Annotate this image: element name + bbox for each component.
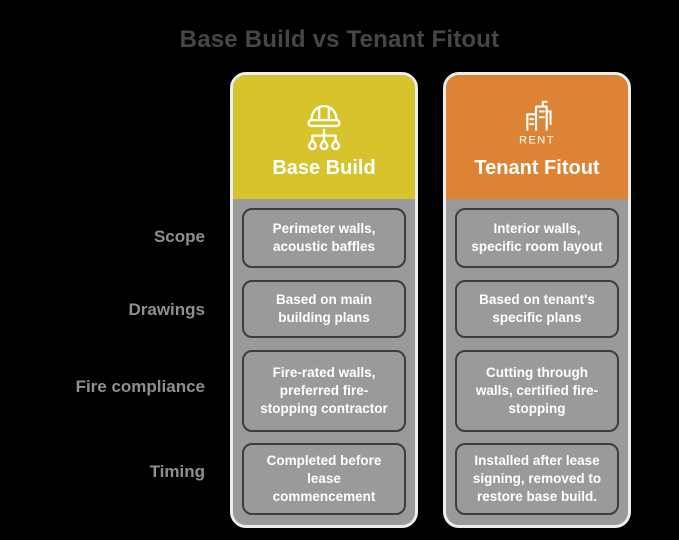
cell-base-build-fire-compliance: Fire-rated walls, preferred fire-stoppin… (242, 350, 406, 432)
base-build-title: Base Build (272, 156, 376, 179)
row-label-timing: Timing (149, 462, 205, 481)
row-label-scope: Scope (153, 227, 205, 246)
cell-base-build-drawings: Based on main building plans (242, 280, 406, 338)
tenant-fitout-header: RENT Tenant Fitout (446, 75, 628, 199)
column-tenant-fitout: RENT Tenant Fitout Interior walls, speci… (443, 72, 631, 528)
cell-base-build-timing: Completed before lease commencement (242, 443, 406, 515)
cell-tenant-fitout-scope: Interior walls, specific room layout (455, 208, 619, 268)
row-label-fire-compliance: Fire compliance (75, 377, 205, 396)
cell-base-build-scope: Perimeter walls, acoustic baffles (242, 208, 406, 268)
row-label-drawings: Drawings (128, 300, 205, 319)
cell-tenant-fitout-timing: Installed after lease signing, removed t… (455, 443, 619, 515)
cell-tenant-fitout-fire-compliance: Cutting through walls, certified fire-st… (455, 350, 619, 432)
hard-hat-icon (307, 104, 341, 150)
page-title: Base Build vs Tenant Fitout (179, 26, 500, 53)
rent-buildings-icon: RENT (519, 100, 555, 146)
tenant-fitout-title: Tenant Fitout (474, 156, 600, 179)
rent-icon-text: RENT (519, 134, 555, 146)
base-build-header: Base Build (233, 75, 415, 199)
cell-tenant-fitout-drawings: Based on tenant's specific plans (455, 280, 619, 338)
column-base-build: Base Build Perimeter walls, acoustic baf… (230, 72, 418, 528)
